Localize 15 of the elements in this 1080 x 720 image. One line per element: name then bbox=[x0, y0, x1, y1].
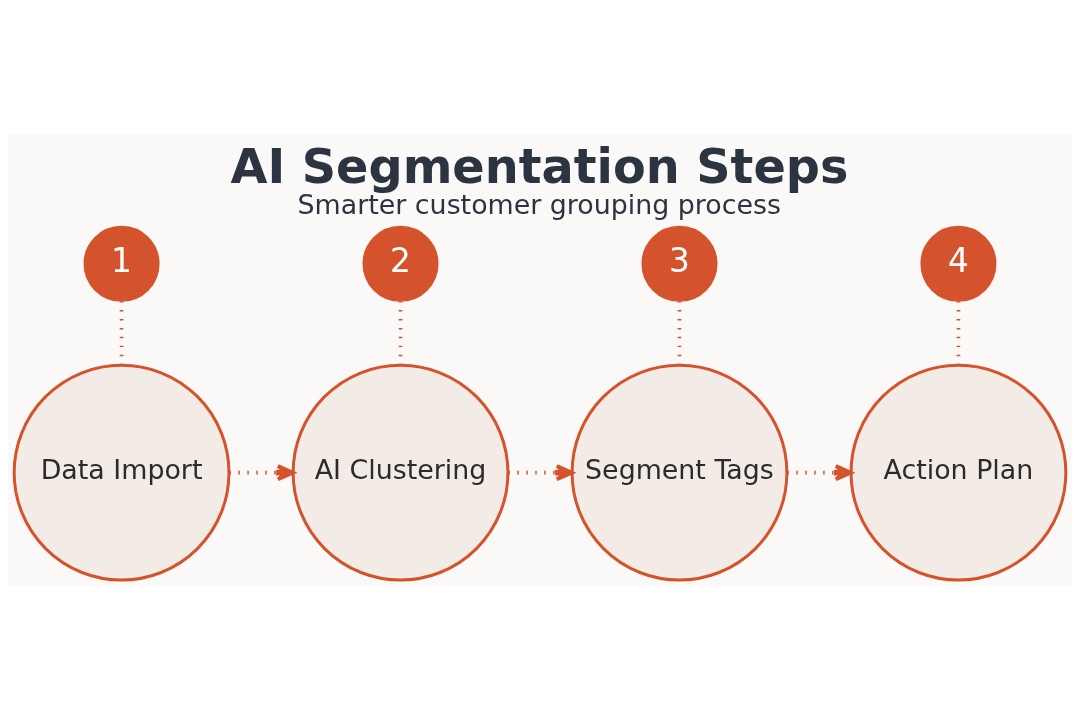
arrow bbox=[787, 464, 853, 482]
node-circle: 3 bbox=[641, 225, 718, 302]
node-circle: Data Import bbox=[12, 363, 231, 582]
connector bbox=[956, 301, 961, 365]
node-circle: 2 bbox=[362, 225, 439, 302]
arrow bbox=[229, 464, 295, 482]
connector bbox=[398, 301, 403, 365]
connector bbox=[119, 301, 124, 365]
node-circle: Action Plan bbox=[849, 363, 1068, 582]
node-circle: Segment Tags bbox=[570, 363, 789, 582]
arrow bbox=[508, 464, 574, 482]
node-circle: 1 bbox=[83, 225, 160, 302]
connector bbox=[677, 301, 682, 365]
node-circle: 4 bbox=[920, 225, 997, 302]
node-circle: AI Clustering bbox=[291, 363, 510, 582]
